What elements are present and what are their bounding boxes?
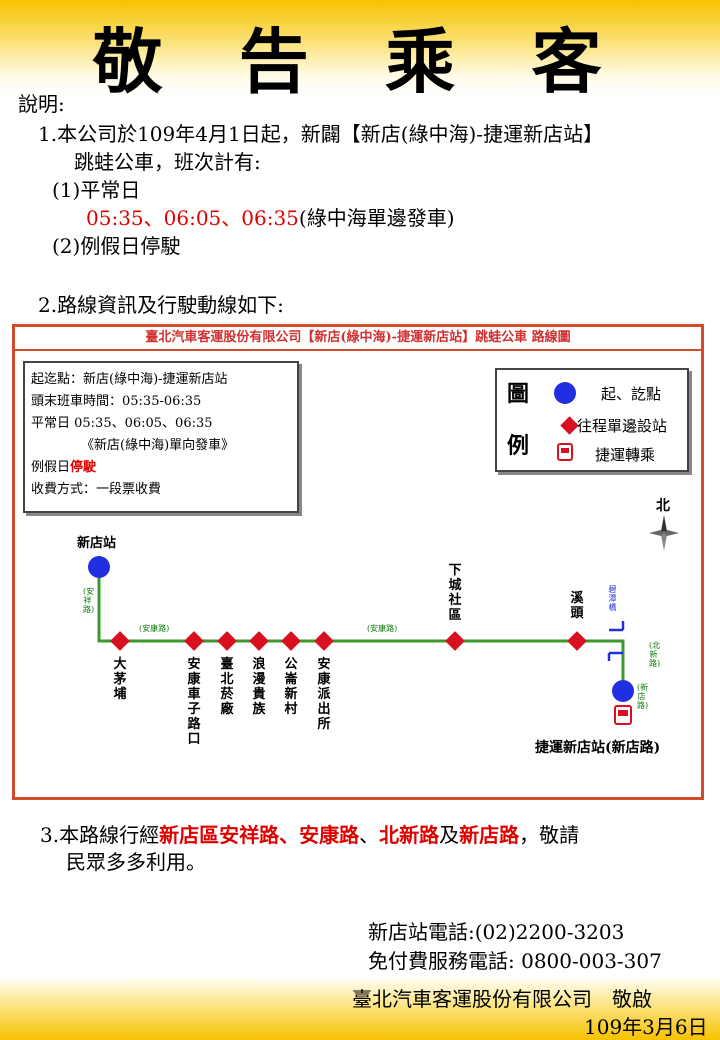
road-bitan-bridge: 碧潭橋 (608, 585, 617, 612)
info-direction: 《新店(綠中海)單向發車》 (81, 438, 235, 453)
compass-icon (649, 515, 679, 551)
stop-marker-3 (217, 631, 237, 651)
item2-text: 2.路線資訊及行駛動線如下: (38, 293, 284, 317)
top-banner (0, 0, 720, 95)
stop-marker-5 (281, 631, 301, 651)
item3-sep: 、 (359, 823, 380, 847)
stop-label-7: 下城社區 (448, 563, 462, 623)
item1-line2: 跳蛙公車，班次計有: (74, 150, 261, 174)
intro-label: 說明: (18, 92, 65, 116)
info-endpoints: 起迄點：新店(綠中海)-捷運新店站 (31, 372, 228, 387)
stop-label-8: 溪頭 (570, 591, 584, 621)
legend-symbols (554, 382, 579, 461)
legend-char-1: 圖 (507, 381, 530, 407)
end-marker (612, 680, 634, 702)
item3-road3: 新店路 (459, 823, 520, 847)
weekday-times: 05:35、06:05、06:35 (86, 206, 299, 230)
stop-label-3: 臺北菸廠 (220, 657, 234, 717)
item3-and: 及 (439, 823, 460, 847)
info-holiday: 例假日停駛 (31, 457, 297, 479)
item3-line1: 3.本路線行經新店區安祥路、安康路、北新路及新店路，敬請 (40, 819, 579, 848)
item3-prefix: 3.本路線行經 (40, 823, 160, 847)
weekday-schedule: 05:35、06:05、06:35(綠中海單邊發車) (86, 202, 455, 231)
legend-stop-icon (560, 416, 579, 435)
weekday-label: (1)平常日 (52, 178, 141, 202)
info-fare: 收費方式：一段票收費 (31, 482, 162, 497)
mrt-icon (614, 705, 632, 725)
stop-label-2: 安康車子路口 (187, 657, 201, 747)
item1-line1: 1.本公司於109年4月1日起，新闢【新店(綠中海)-捷運新店站】 (38, 122, 604, 146)
stop-label-5: 公崙新村 (284, 657, 298, 717)
signature-company: 臺北汽車客運股份有限公司 敬啟 (352, 987, 652, 1011)
end-label: 捷運新店站(新店路) (535, 740, 661, 756)
stop-marker-2 (184, 631, 204, 651)
map-header: 臺北汽車客運股份有限公司【新店(綠中海)-捷運新店站】跳蛙公車 路線圖 (15, 327, 701, 351)
stop-marker-8 (567, 631, 587, 651)
road-anxiang: (安祥路) (83, 587, 95, 614)
info-holiday-status: 停駛 (70, 460, 97, 475)
road-beixin: (北新路) (649, 641, 661, 668)
road-xindian: (新店路) (637, 683, 649, 710)
stop-marker-7 (445, 631, 465, 651)
page-title: 敬 告 乘 客 (92, 20, 628, 103)
start-label: 新店站 (77, 536, 117, 551)
item3-road2: 北新路 (379, 823, 440, 847)
legend-stop: 往程單邊設站 (577, 417, 668, 435)
weekday-note: (綠中海單邊發車) (298, 206, 455, 230)
stop-marker-6 (314, 631, 334, 651)
info-holiday-label: 例假日 (31, 460, 71, 475)
station-phone: 新店站電話:(02)2200-3203 (368, 920, 625, 944)
route-map: 臺北汽車客運股份有限公司【新店(綠中海)-捷運新店站】跳蛙公車 路線圖 起迄點：… (12, 324, 704, 800)
legend-box: 圖 例 起、訖點 往程單邊設站 捷運轉乘 (495, 368, 689, 472)
toll-free-phone: 免付費服務電話: 0800-003-307 (368, 949, 662, 973)
info-first-last: 頭末班車時間：05:35-06:35 (31, 394, 202, 409)
start-marker (88, 556, 110, 578)
stop-label-6: 安康派出所 (317, 657, 331, 732)
legend-mrt: 捷運轉乘 (595, 446, 656, 464)
stop-label-1: 大茅埔 (113, 657, 127, 702)
item3-line2: 民眾多多利用。 (66, 850, 206, 874)
item3-suffix: ，敬請 (519, 823, 580, 847)
route-line (88, 556, 634, 725)
legend-char-2: 例 (507, 433, 530, 459)
legend-endpoint-icon (554, 382, 576, 404)
legend-start-end: 起、訖點 (601, 385, 662, 403)
bottom-banner (0, 975, 720, 1040)
info-weekday: 平常日 05:35、06:05、06:35 (31, 416, 213, 431)
signature-date: 109年3月6日 (584, 1015, 708, 1039)
item3-road1: 新店區安祥路、安康路 (159, 823, 360, 847)
stop-marker-1 (110, 631, 130, 651)
stop-label-4: 浪漫貴族 (252, 657, 266, 717)
compass-label: 北 (656, 498, 670, 514)
info-box: 起迄點：新店(綠中海)-捷運新店站 頭末班車時間：05:35-06:35 平常日… (23, 361, 299, 513)
road-ankang-2: (安康路) (367, 624, 398, 633)
holiday-label: (2)例假日停駛 (52, 234, 181, 258)
road-ankang-1: (安康路) (139, 624, 170, 633)
stop-marker-4 (249, 631, 269, 651)
